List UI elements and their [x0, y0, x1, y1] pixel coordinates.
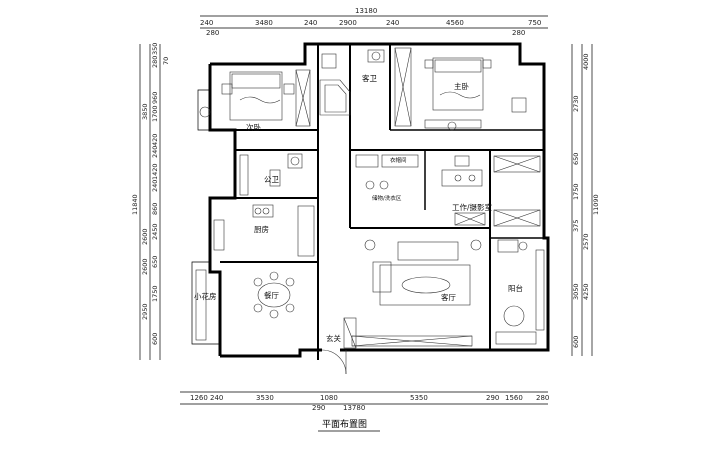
left-inner-10: 860 — [151, 203, 159, 215]
bottom-dimensions: 1260 240 3530 1080 5350 290 1560 280 290… — [180, 391, 549, 412]
bottom-dim-7: 1560 — [505, 394, 523, 402]
room-label-dining: 餐厅 — [264, 291, 279, 300]
left-inner-11: 2450 — [151, 223, 159, 240]
left-inner-4: 960 — [151, 92, 159, 104]
left-inner-6: 420 — [151, 134, 159, 146]
room-label-cloakroom: 衣帽间 — [390, 156, 407, 164]
left-inner-5: 1700 — [151, 105, 159, 122]
left-inner-8: 1420 — [151, 163, 159, 180]
room-label-public-bath: 公卫 — [264, 175, 279, 184]
top-dimensions: 13180 240 3480 240 2900 240 4560 750 280… — [200, 7, 548, 37]
left-dimensions: 11840 3850 2600 2600 2950 350 280 70 960… — [131, 43, 170, 360]
top-dim-7: 750 — [528, 19, 541, 27]
right-outer-2: 2730 — [572, 95, 580, 112]
bottom-dim-3: 3530 — [256, 394, 274, 402]
top-dim-3: 240 — [304, 19, 317, 27]
bottom-dim-8: 280 — [536, 394, 549, 402]
top-dim-1: 240 — [200, 19, 213, 27]
top-dim-5: 240 — [386, 19, 399, 27]
left-outer-1: 3850 — [141, 103, 149, 120]
right-outer-9: 600 — [572, 336, 580, 348]
left-total-dim: 11840 — [131, 194, 139, 215]
right-dimensions: 11090 4000 2730 650 1750 375 4250 3050 2… — [571, 44, 600, 356]
right-outer-5: 375 — [572, 220, 580, 232]
bottom-dim-9: 290 — [312, 404, 325, 412]
room-label-storage: 储物/洗衣区 — [372, 194, 402, 202]
left-inner-14: 600 — [151, 333, 159, 345]
left-inner-7: 240 — [151, 146, 159, 158]
room-label-second-bedroom: 次卧 — [246, 122, 261, 132]
right-outer-1: 4000 — [582, 53, 590, 70]
right-outer-6: 4250 — [582, 283, 590, 300]
right-outer-8: 2570 — [582, 233, 590, 250]
left-inner-1: 350 — [151, 43, 159, 55]
room-label-flower-room: 小花房 — [194, 291, 217, 301]
right-outer-7: 3050 — [572, 283, 580, 300]
drawing-title: 平面布置图 — [322, 418, 367, 430]
fixtures — [195, 47, 545, 375]
left-outer-4: 2950 — [141, 303, 149, 320]
top-dim-2: 3480 — [255, 19, 273, 27]
top-dim-8: 280 — [206, 29, 219, 37]
left-inner-9: 240 — [151, 180, 159, 192]
bottom-total-dim: 13780 — [343, 404, 365, 412]
left-inner-12: 650 — [151, 256, 159, 268]
room-label-master-bedroom: 主卧 — [454, 81, 469, 91]
left-inner-2: 280 — [151, 56, 159, 68]
bottom-dim-2: 240 — [210, 394, 223, 402]
room-label-balcony: 阳台 — [508, 283, 523, 293]
left-outer-2: 2600 — [141, 228, 149, 245]
left-inner-3: 70 — [162, 57, 170, 65]
bottom-dim-6: 290 — [486, 394, 499, 402]
room-label-kitchen: 厨房 — [254, 224, 269, 234]
bottom-dim-1: 1260 — [190, 394, 208, 402]
room-label-guest-bath: 客卫 — [362, 73, 377, 83]
left-inner-13: 1750 — [151, 285, 159, 302]
room-label-studio: 工作/摄影室 — [452, 202, 493, 212]
top-dim-6: 4560 — [446, 19, 464, 27]
bottom-dim-4: 1080 — [320, 394, 338, 402]
walls — [191, 42, 550, 360]
left-outer-3: 2600 — [141, 258, 149, 275]
room-label-living: 客厅 — [441, 292, 456, 302]
top-dim-9: 280 — [512, 29, 525, 37]
top-dim-4: 2900 — [339, 19, 357, 27]
bottom-dim-5: 5350 — [410, 394, 428, 402]
right-total-dim: 11090 — [592, 194, 600, 215]
top-total-dim: 13180 — [355, 7, 377, 15]
right-outer-3: 650 — [572, 153, 580, 165]
right-outer-4: 1750 — [572, 183, 580, 200]
room-label-foyer: 玄关 — [326, 333, 341, 343]
room-labels: 次卧 主卧 客卫 公卫 厨房 餐厅 小花房 玄关 客厅 阳台 工作/摄影室 储物… — [194, 73, 523, 343]
